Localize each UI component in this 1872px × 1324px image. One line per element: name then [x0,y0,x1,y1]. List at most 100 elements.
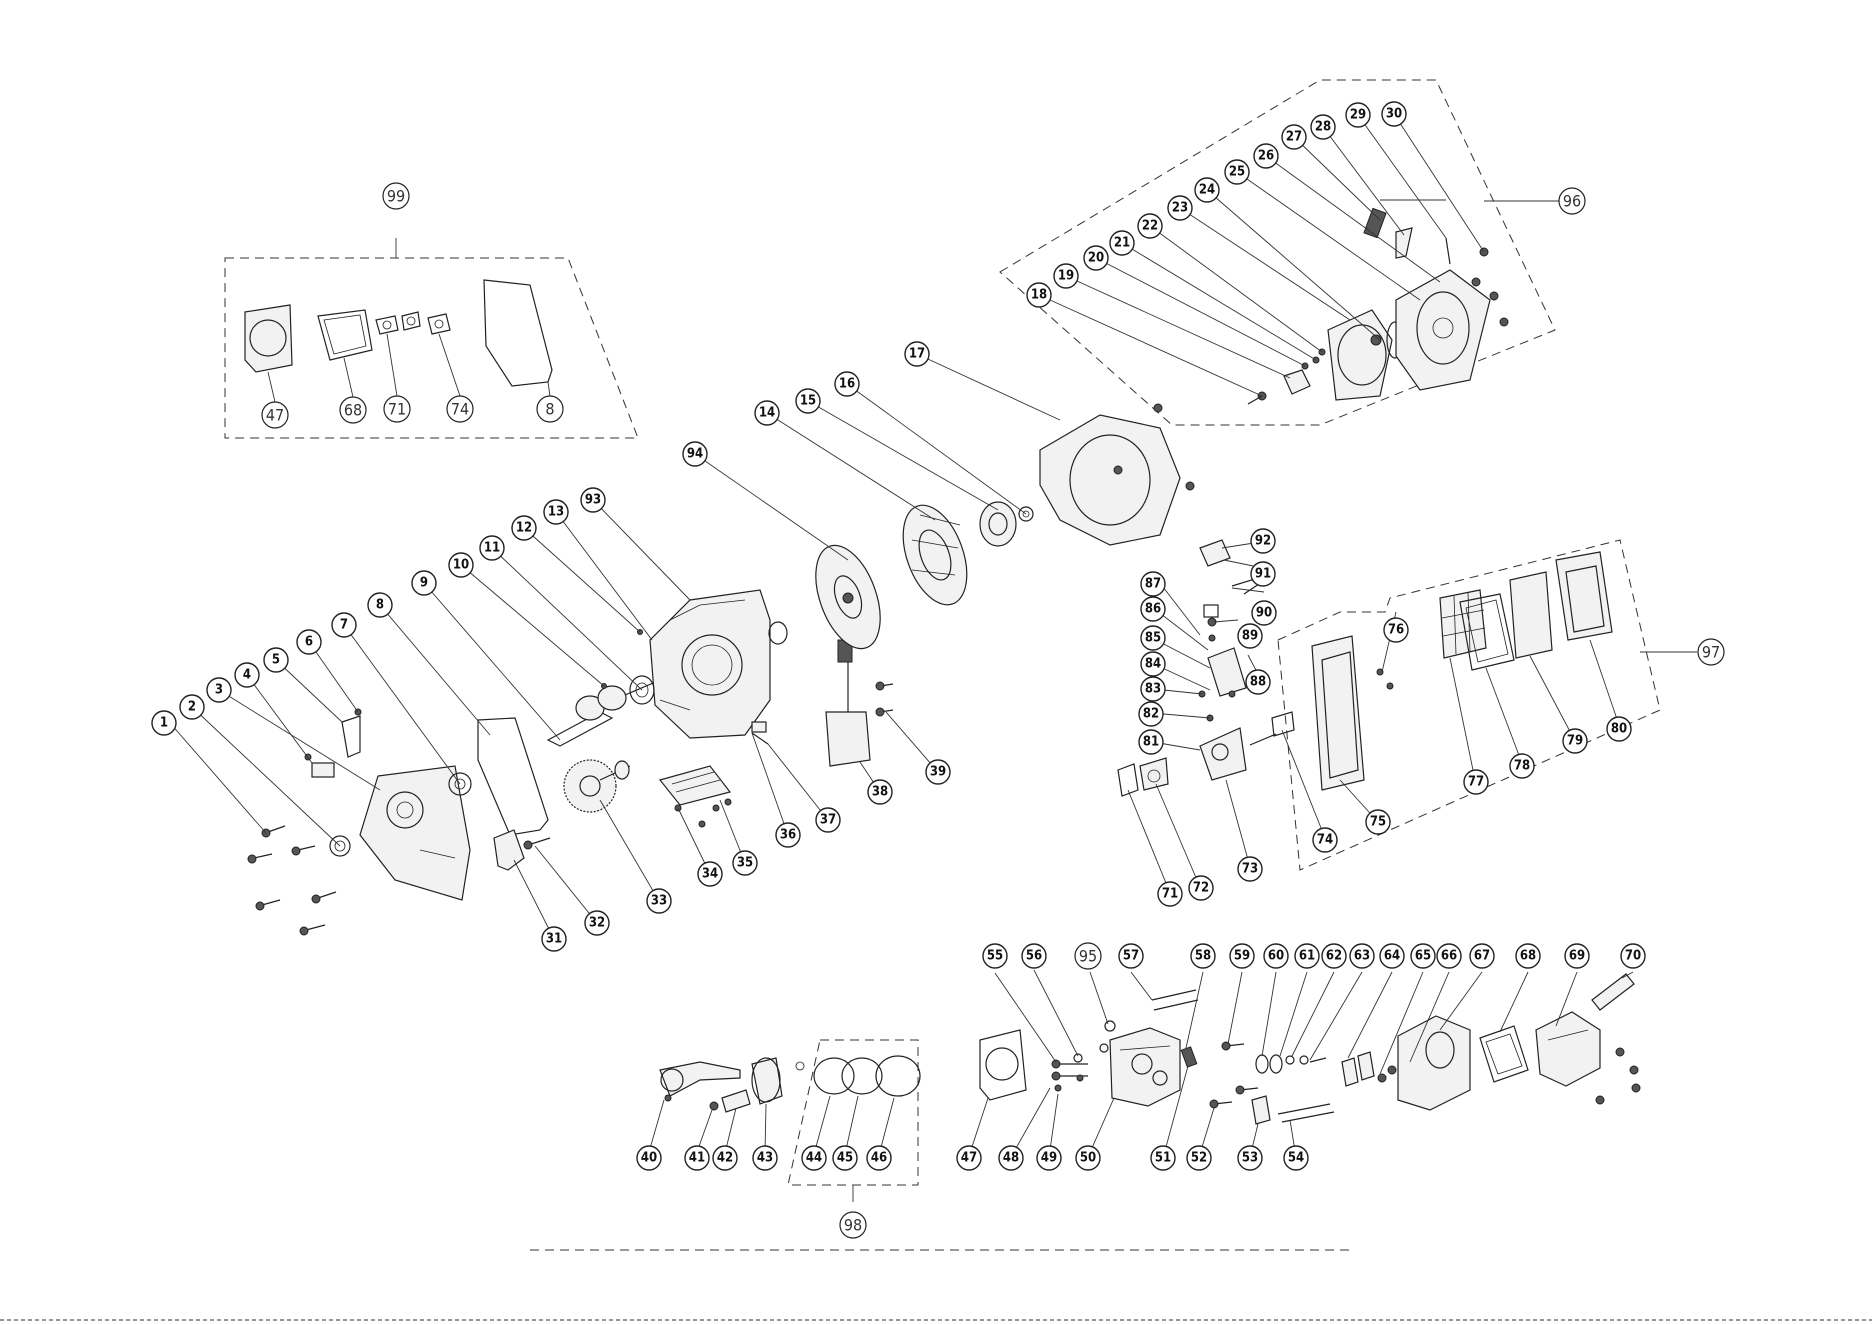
callout-16[interactable]: 16 [834,371,860,397]
callout-83[interactable]: 83 [1140,676,1166,702]
callout-78[interactable]: 78 [1509,753,1535,779]
gasket-kit-label-71[interactable]: 71 [383,395,411,423]
callout-75[interactable]: 75 [1365,809,1391,835]
callout-17[interactable]: 17 [904,341,930,367]
callout-93[interactable]: 93 [580,487,606,513]
callout-44[interactable]: 44 [801,1145,827,1171]
callout-53[interactable]: 53 [1237,1145,1263,1171]
callout-30[interactable]: 30 [1381,101,1407,127]
callout-79[interactable]: 79 [1562,728,1588,754]
callout-5[interactable]: 5 [263,647,289,673]
gasket-kit-label-47[interactable]: 47 [261,401,289,429]
callout-81[interactable]: 81 [1138,729,1164,755]
callout-27[interactable]: 27 [1281,124,1307,150]
callout-45[interactable]: 45 [832,1145,858,1171]
callout-24[interactable]: 24 [1194,177,1220,203]
callout-29[interactable]: 29 [1345,102,1371,128]
callout-64[interactable]: 64 [1379,943,1405,969]
callout-61[interactable]: 61 [1294,943,1320,969]
callout-90[interactable]: 90 [1251,600,1277,626]
callout-52[interactable]: 52 [1186,1145,1212,1171]
callout-68[interactable]: 68 [1515,943,1541,969]
callout-1[interactable]: 1 [151,710,177,736]
callout-82[interactable]: 82 [1138,701,1164,727]
callout-11[interactable]: 11 [479,535,505,561]
callout-48[interactable]: 48 [998,1145,1024,1171]
callout-32[interactable]: 32 [584,910,610,936]
callout-26[interactable]: 26 [1253,143,1279,169]
callout-37[interactable]: 37 [815,807,841,833]
callout-43[interactable]: 43 [752,1145,778,1171]
callout-6[interactable]: 6 [296,629,322,655]
callout-95[interactable]: 95 [1074,942,1102,970]
callout-80[interactable]: 80 [1606,716,1632,742]
callout-14[interactable]: 14 [754,400,780,426]
callout-60[interactable]: 60 [1263,943,1289,969]
callout-35[interactable]: 35 [732,850,758,876]
callout-9[interactable]: 9 [411,570,437,596]
callout-15[interactable]: 15 [795,388,821,414]
callout-54[interactable]: 54 [1283,1145,1309,1171]
callout-28[interactable]: 28 [1310,114,1336,140]
callout-50[interactable]: 50 [1075,1145,1101,1171]
callout-92[interactable]: 92 [1250,528,1276,554]
callout-2[interactable]: 2 [179,694,205,720]
callout-72[interactable]: 72 [1188,875,1214,901]
callout-23[interactable]: 23 [1167,195,1193,221]
callout-34[interactable]: 34 [697,861,723,887]
callout-91[interactable]: 91 [1250,561,1276,587]
callout-99[interactable]: 99 [382,182,410,210]
callout-70[interactable]: 70 [1620,943,1646,969]
callout-40[interactable]: 40 [636,1145,662,1171]
callout-22[interactable]: 22 [1137,213,1163,239]
callout-55[interactable]: 55 [982,943,1008,969]
callout-67[interactable]: 67 [1469,943,1495,969]
callout-21[interactable]: 21 [1109,230,1135,256]
callout-94[interactable]: 94 [682,441,708,467]
callout-84[interactable]: 84 [1140,651,1166,677]
callout-19[interactable]: 19 [1053,263,1079,289]
callout-47[interactable]: 47 [956,1145,982,1171]
callout-25[interactable]: 25 [1224,159,1250,185]
callout-20[interactable]: 20 [1083,245,1109,271]
callout-36[interactable]: 36 [775,822,801,848]
callout-65[interactable]: 65 [1410,943,1436,969]
callout-96[interactable]: 96 [1558,187,1586,215]
callout-7[interactable]: 7 [331,612,357,638]
callout-87[interactable]: 87 [1140,571,1166,597]
callout-31[interactable]: 31 [541,926,567,952]
callout-10[interactable]: 10 [448,552,474,578]
callout-51[interactable]: 51 [1150,1145,1176,1171]
callout-46[interactable]: 46 [866,1145,892,1171]
callout-88[interactable]: 88 [1245,669,1271,695]
callout-49[interactable]: 49 [1036,1145,1062,1171]
callout-57[interactable]: 57 [1118,943,1144,969]
callout-8[interactable]: 8 [367,592,393,618]
callout-33[interactable]: 33 [646,888,672,914]
callout-18[interactable]: 18 [1026,282,1052,308]
callout-12[interactable]: 12 [511,515,537,541]
callout-3[interactable]: 3 [206,677,232,703]
callout-56[interactable]: 56 [1021,943,1047,969]
callout-59[interactable]: 59 [1229,943,1255,969]
callout-71[interactable]: 71 [1157,881,1183,907]
callout-58[interactable]: 58 [1190,943,1216,969]
callout-41[interactable]: 41 [684,1145,710,1171]
callout-13[interactable]: 13 [543,499,569,525]
callout-38[interactable]: 38 [867,779,893,805]
callout-98[interactable]: 98 [839,1211,867,1239]
callout-74[interactable]: 74 [1312,827,1338,853]
callout-39[interactable]: 39 [925,759,951,785]
callout-85[interactable]: 85 [1140,625,1166,651]
callout-69[interactable]: 69 [1564,943,1590,969]
gasket-kit-label-74[interactable]: 74 [446,395,474,423]
callout-97[interactable]: 97 [1697,638,1725,666]
gasket-kit-label-68[interactable]: 68 [339,396,367,424]
callout-42[interactable]: 42 [712,1145,738,1171]
callout-76[interactable]: 76 [1383,617,1409,643]
callout-4[interactable]: 4 [234,662,260,688]
callout-63[interactable]: 63 [1349,943,1375,969]
gasket-kit-label-8[interactable]: 8 [536,395,564,423]
callout-86[interactable]: 86 [1140,596,1166,622]
callout-77[interactable]: 77 [1463,769,1489,795]
